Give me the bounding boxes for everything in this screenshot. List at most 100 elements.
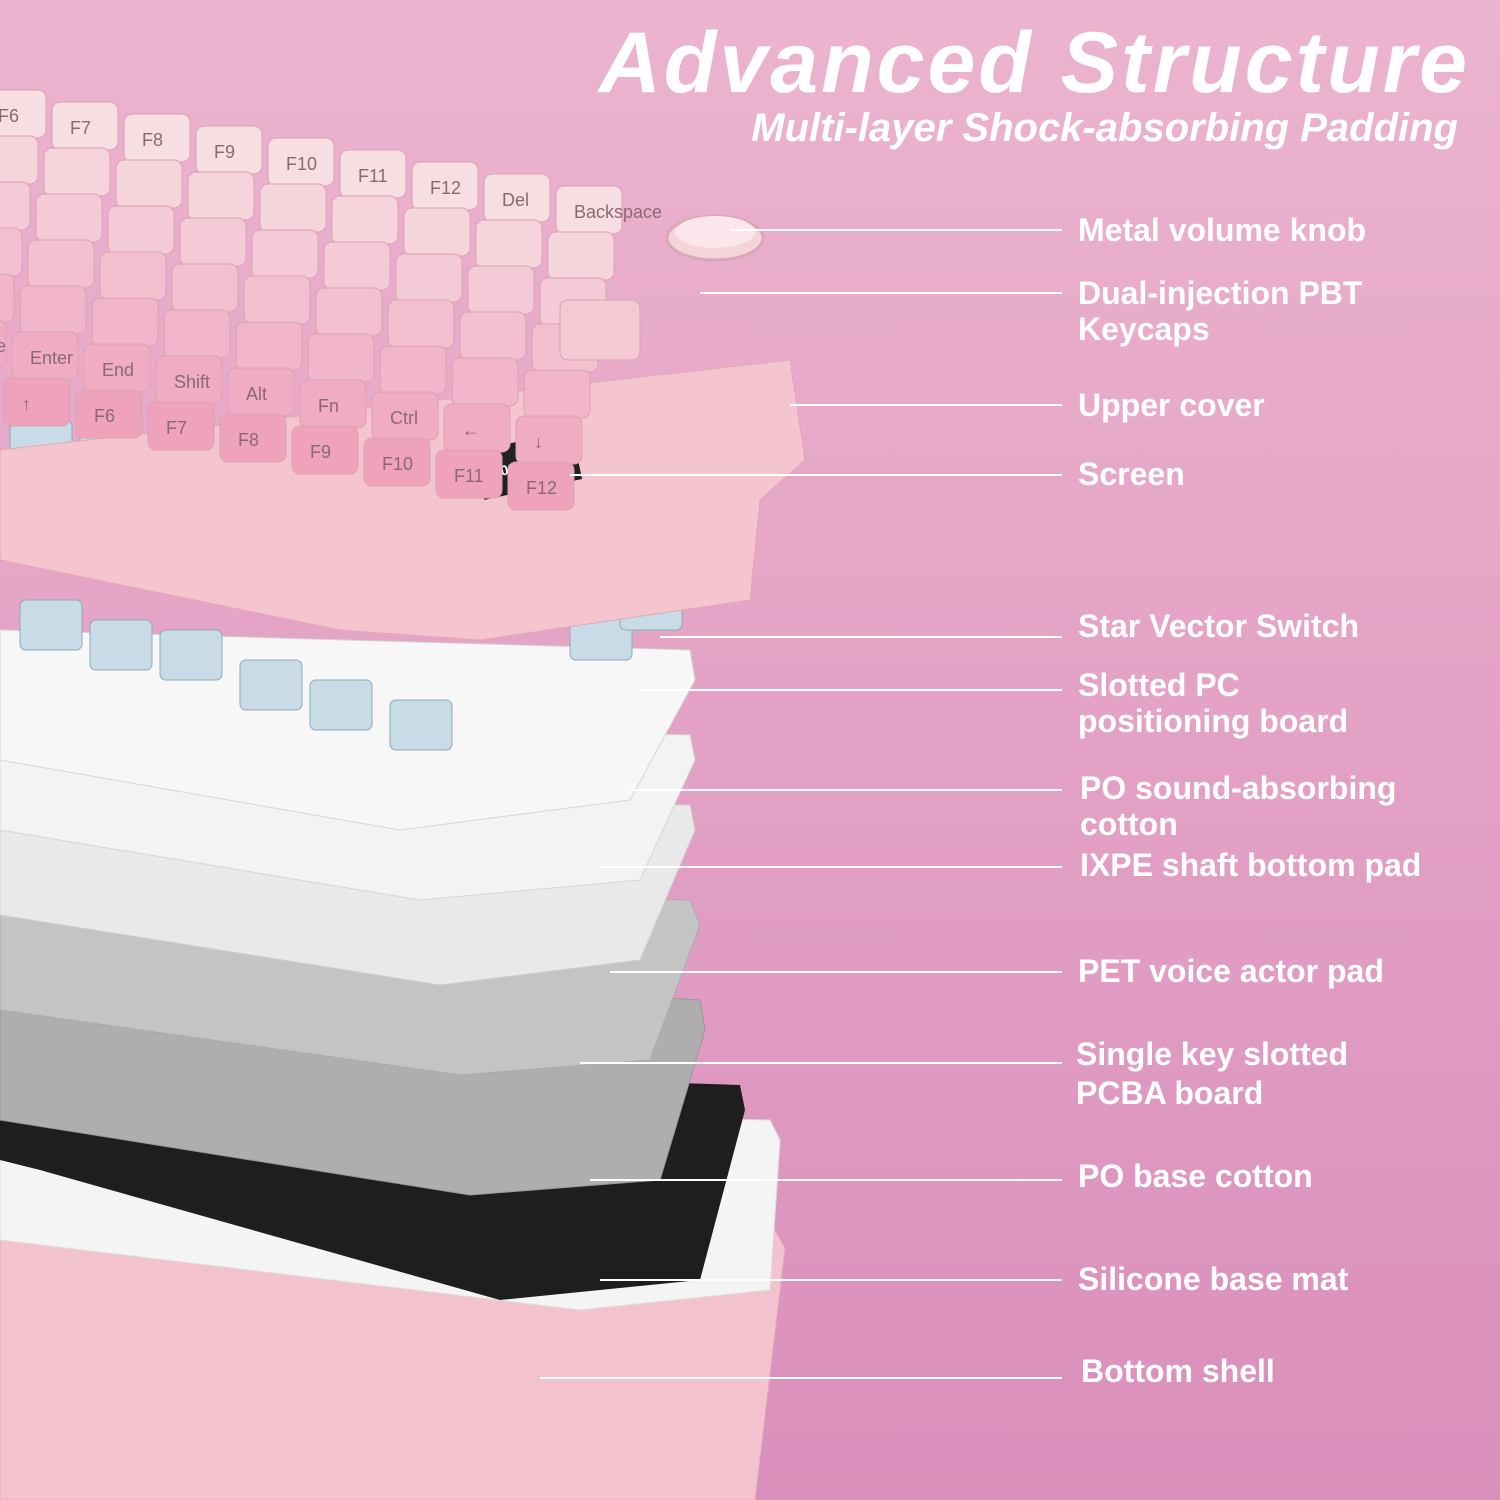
keycap-legend: Enter — [30, 348, 73, 368]
keycap — [451, 357, 519, 407]
keycap — [235, 321, 303, 371]
keycap-end — [559, 299, 641, 361]
label-keycaps: Dual-injection PBT Keycaps — [1078, 275, 1363, 347]
keycap — [523, 369, 591, 419]
keycap-legend: Shift — [174, 372, 210, 392]
keycap-legend: ↑ — [22, 394, 31, 414]
keycap: End — [83, 343, 151, 393]
label-bottom-shell: Bottom shell — [1081, 1353, 1275, 1389]
label-switch: Star Vector Switch — [1078, 608, 1359, 644]
keycap-legend: Fn — [318, 396, 339, 416]
keycap — [99, 251, 167, 301]
switch — [89, 619, 153, 671]
keycap-legend: F11 — [358, 166, 388, 186]
keycaps-group: F6F7F8F9F10F11F12DelBackspaceHomeEnterEn… — [0, 89, 662, 511]
keycap — [187, 171, 255, 221]
keycap — [331, 195, 399, 245]
keycap — [107, 205, 175, 255]
label-volume-knob: Metal volume knob — [1078, 212, 1367, 248]
keycap — [403, 207, 471, 257]
label-upper-cover: Upper cover — [1078, 387, 1265, 423]
keycap: Del — [483, 173, 551, 223]
keycap-legend: F8 — [238, 430, 259, 450]
keycap — [379, 345, 447, 395]
keycap-legend: Backspace — [574, 202, 662, 222]
keycap: Home — [0, 319, 7, 369]
keycap-legend: F7 — [70, 118, 91, 138]
keycap: F8 — [123, 113, 191, 163]
keycap: Backspace — [555, 185, 662, 235]
keycap-legend: F7 — [166, 418, 187, 438]
keycap — [115, 159, 183, 209]
keycap — [0, 227, 23, 277]
page-title: Advanced Structure — [598, 15, 1470, 111]
keycap: F11 — [339, 149, 407, 199]
keycap: F7 — [51, 101, 119, 151]
keycap: F6 — [75, 389, 143, 439]
keycap-legend: F10 — [286, 154, 317, 174]
label-pcba: Single key slotted PCBA board — [1076, 1036, 1349, 1111]
keycap — [467, 265, 535, 315]
keycap: Alt — [227, 367, 295, 417]
keycap — [27, 239, 95, 289]
keycap-legend: F12 — [526, 478, 557, 498]
keycap — [459, 311, 527, 361]
switch — [389, 699, 453, 751]
switch — [159, 629, 223, 681]
keycap — [35, 193, 103, 243]
keycap-legend: F9 — [310, 442, 331, 462]
keycap: F7 — [147, 401, 215, 451]
keycap: F11 — [435, 449, 503, 499]
keycap — [547, 231, 615, 281]
keycap — [0, 135, 39, 185]
switch — [309, 679, 373, 731]
keycap: F6 — [0, 89, 47, 139]
keycap: F12 — [411, 161, 479, 211]
keycap: F8 — [219, 413, 287, 463]
keycap-legend: F9 — [214, 142, 235, 162]
keycap — [395, 253, 463, 303]
keycap-legend: F11 — [454, 466, 484, 486]
keycap — [179, 217, 247, 267]
label-ixpe-pad: IXPE shaft bottom pad — [1080, 847, 1422, 883]
keycap-legend: Alt — [246, 384, 267, 404]
label-screen: Screen — [1078, 456, 1185, 492]
keycap: F9 — [291, 425, 359, 475]
keycap-legend: F6 — [94, 406, 115, 426]
keycap-legend: ← — [462, 420, 480, 440]
keycap — [0, 273, 15, 323]
keycap-legend: F12 — [430, 178, 461, 198]
keycap — [243, 275, 311, 325]
keycap — [323, 241, 391, 291]
switch — [19, 599, 83, 651]
keycap-legend: F8 — [142, 130, 163, 150]
keycap-legend: Ctrl — [390, 408, 418, 428]
switch — [239, 659, 303, 711]
keycap — [43, 147, 111, 197]
page-subtitle: Multi-layer Shock-absorbing Padding — [751, 106, 1458, 150]
keycap — [0, 181, 31, 231]
keycap — [315, 287, 383, 337]
keycap — [307, 333, 375, 383]
keycap: ↓ — [515, 415, 583, 465]
label-po-base: PO base cotton — [1078, 1158, 1313, 1194]
label-silicone-mat: Silicone base mat — [1078, 1261, 1349, 1297]
keycap: Shift — [155, 355, 223, 405]
keycap: Enter — [11, 331, 79, 381]
keycap-legend: F10 — [382, 454, 413, 474]
keycap — [259, 183, 327, 233]
keycap: ← — [443, 403, 511, 453]
label-po-cotton: PO sound-absorbing cotton — [1080, 770, 1397, 842]
keycap: ↑ — [3, 377, 71, 427]
knob-top — [675, 216, 755, 248]
label-pc-board: Slotted PC positioning board — [1078, 667, 1349, 739]
label-pet-pad: PET voice actor pad — [1078, 953, 1384, 989]
keycap — [251, 229, 319, 279]
keycap: Ctrl — [371, 391, 439, 441]
keycap — [91, 297, 159, 347]
keycap — [19, 285, 87, 335]
keycap — [475, 219, 543, 269]
keycap: Fn — [299, 379, 367, 429]
keycap-legend: Del — [502, 190, 529, 210]
